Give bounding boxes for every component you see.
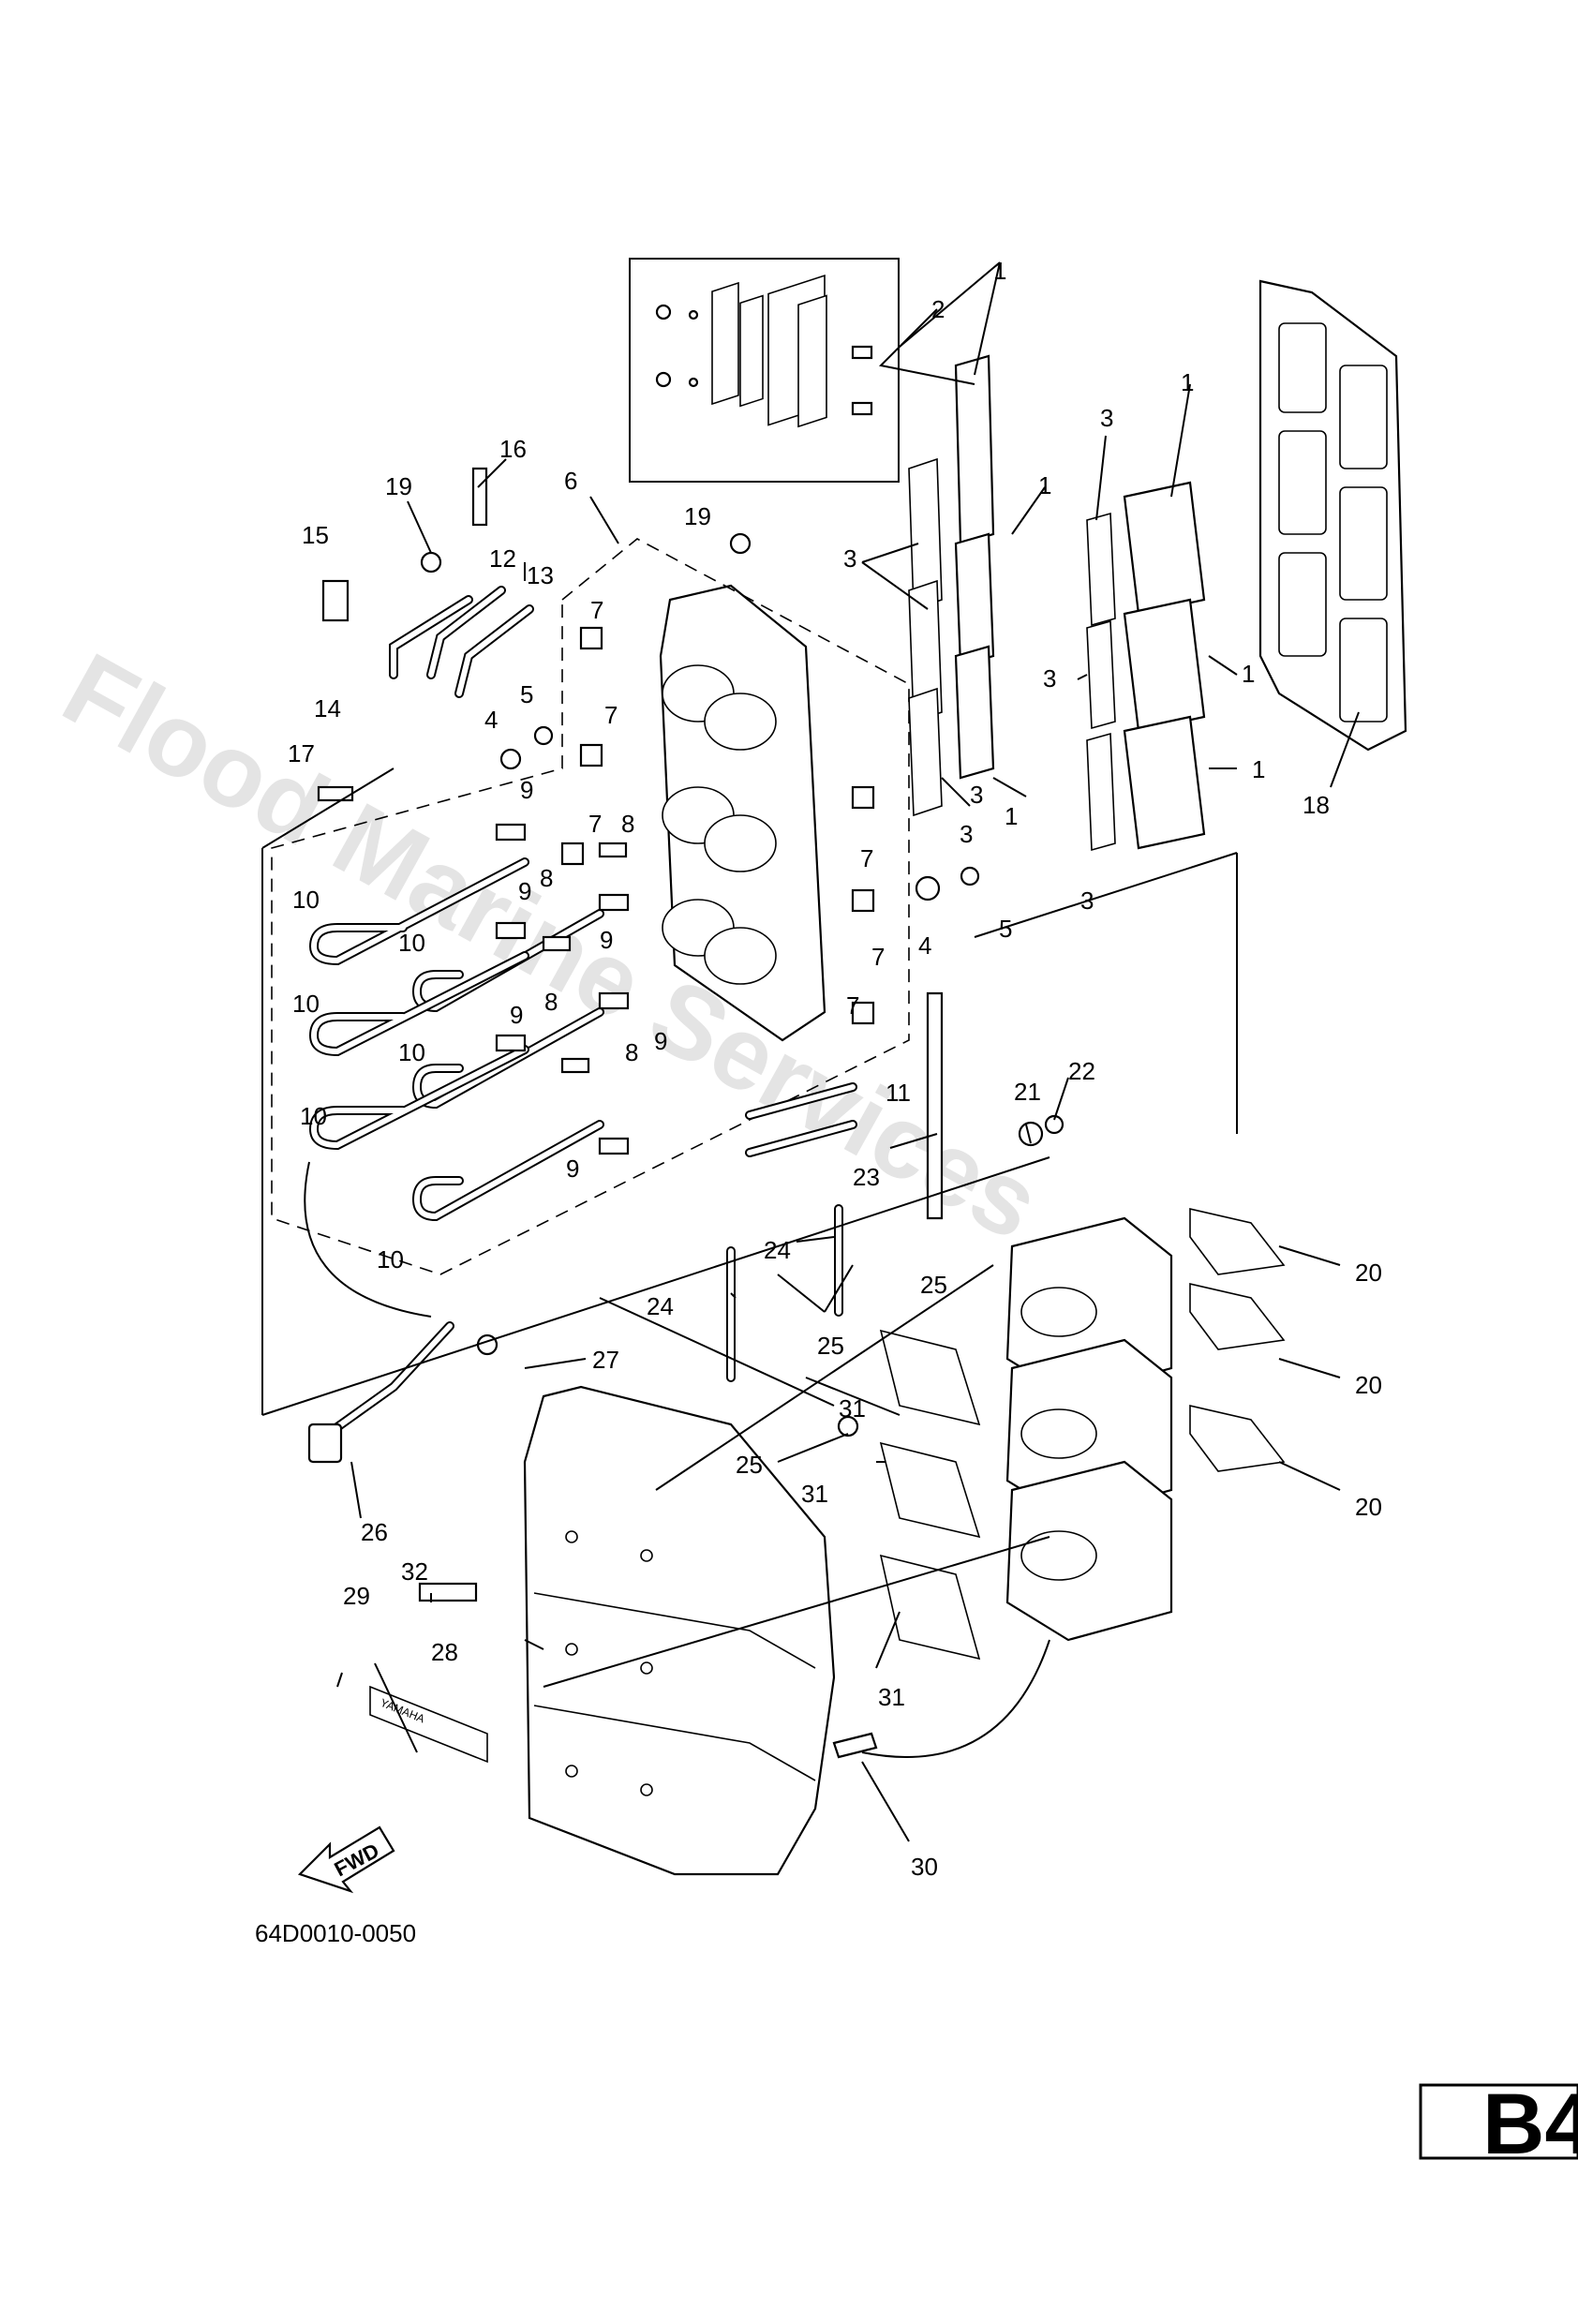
page-code: B4 bbox=[1482, 2077, 1578, 2172]
part-label-7: 7 bbox=[860, 844, 873, 872]
part-label-12: 12 bbox=[489, 544, 516, 573]
part-label-7: 7 bbox=[588, 810, 602, 838]
part-label-2: 2 bbox=[931, 295, 945, 323]
part-label-20: 20 bbox=[1355, 1259, 1382, 1287]
part-label-9: 9 bbox=[600, 926, 613, 954]
part-label-7: 7 bbox=[604, 701, 618, 729]
part-label-7: 7 bbox=[846, 991, 859, 1020]
part-label-10: 10 bbox=[398, 1038, 425, 1066]
part-label-20: 20 bbox=[1355, 1493, 1382, 1521]
part-label-3: 3 bbox=[960, 820, 973, 848]
part-label-10: 10 bbox=[292, 886, 320, 914]
part-label-26: 26 bbox=[361, 1518, 388, 1546]
part-label-8: 8 bbox=[544, 988, 558, 1016]
part-label-18: 18 bbox=[1303, 791, 1330, 819]
part-label-6: 6 bbox=[564, 467, 577, 495]
part-label-5: 5 bbox=[999, 915, 1012, 943]
fuel-hoses bbox=[308, 586, 857, 1222]
part-label-7: 7 bbox=[871, 943, 885, 971]
part-label-30: 30 bbox=[911, 1853, 938, 1881]
part-label-3: 3 bbox=[970, 781, 983, 809]
linkage-and-misc bbox=[307, 991, 1064, 1759]
forward-arrow: FWD bbox=[297, 1825, 395, 1894]
part-label-27: 27 bbox=[592, 1346, 619, 1374]
gasket-18 bbox=[1258, 279, 1407, 752]
part-label-1: 1 bbox=[1242, 660, 1255, 688]
part-label-19: 19 bbox=[684, 502, 711, 530]
part-label-8: 8 bbox=[625, 1038, 638, 1066]
part-label-9: 9 bbox=[518, 877, 531, 905]
part-label-1: 1 bbox=[1038, 471, 1051, 499]
part-label-16: 16 bbox=[499, 435, 527, 463]
part-label-25: 25 bbox=[817, 1332, 844, 1360]
part-label-29: 29 bbox=[343, 1582, 370, 1610]
silencer-gaskets-31 bbox=[879, 1329, 981, 1661]
carburetor-gaskets-20 bbox=[1189, 1207, 1286, 1472]
reed-valve-detail-inset bbox=[629, 258, 900, 483]
part-label-1: 1 bbox=[993, 257, 1006, 285]
part-label-9: 9 bbox=[654, 1027, 667, 1055]
part-label-21: 21 bbox=[1014, 1078, 1041, 1106]
drawing-code: 64D0010-0050 bbox=[255, 1919, 416, 1947]
part-label-24: 24 bbox=[647, 1292, 674, 1320]
page-code-box: B4 bbox=[1419, 2077, 1578, 2172]
part-label-10: 10 bbox=[377, 1245, 404, 1274]
part-label-10: 10 bbox=[292, 990, 320, 1018]
part-label-3: 3 bbox=[1043, 664, 1056, 693]
reed-valve-assemblies bbox=[954, 354, 1206, 850]
part-label-17: 17 bbox=[288, 739, 315, 767]
part-label-28: 28 bbox=[431, 1638, 458, 1666]
decal-29: YAMAHA bbox=[369, 1685, 488, 1764]
part-label-3: 3 bbox=[1080, 886, 1094, 915]
part-label-31: 31 bbox=[801, 1480, 828, 1508]
part-label-10: 10 bbox=[398, 929, 425, 957]
part-label-15: 15 bbox=[302, 521, 329, 549]
part-label-22: 22 bbox=[1068, 1057, 1095, 1085]
part-label-4: 4 bbox=[918, 931, 931, 960]
part-label-7: 7 bbox=[590, 596, 603, 624]
part-label-19: 19 bbox=[385, 472, 412, 500]
intake-silencer-28 bbox=[523, 1385, 836, 1876]
part-label-23: 23 bbox=[853, 1163, 880, 1191]
part-label-32: 32 bbox=[401, 1557, 428, 1586]
part-label-20: 20 bbox=[1355, 1371, 1382, 1399]
part-label-31: 31 bbox=[839, 1394, 866, 1423]
assembly-lines bbox=[261, 767, 1238, 1758]
manifold-group-outline bbox=[271, 538, 910, 1275]
part-label-13: 13 bbox=[527, 561, 554, 589]
part-label-8: 8 bbox=[621, 810, 634, 838]
part-label-24: 24 bbox=[764, 1236, 791, 1264]
part-label-31: 31 bbox=[878, 1683, 905, 1711]
part-label-25: 25 bbox=[920, 1271, 947, 1299]
part-label-5: 5 bbox=[520, 680, 533, 708]
part-label-4: 4 bbox=[484, 706, 498, 734]
part-label-9: 9 bbox=[510, 1001, 523, 1029]
part-label-1: 1 bbox=[1181, 368, 1194, 396]
part-label-3: 3 bbox=[843, 544, 856, 573]
carburetors bbox=[1005, 1216, 1173, 1642]
part-label-14: 14 bbox=[314, 694, 341, 723]
part-label-25: 25 bbox=[736, 1451, 763, 1479]
part-label-9: 9 bbox=[566, 1155, 579, 1183]
part-label-8: 8 bbox=[540, 864, 553, 892]
reed-gaskets bbox=[908, 457, 1116, 852]
part-number-labels: 1 1 1 1 1 1 2 3 3 3 3 3 3 4 4 5 5 6 7 7 … bbox=[288, 257, 1382, 1881]
part-label-1: 1 bbox=[1005, 802, 1018, 830]
part-label-10: 10 bbox=[300, 1102, 327, 1130]
leader-lines bbox=[336, 261, 1360, 1842]
part-label-3: 3 bbox=[1100, 404, 1113, 432]
part-label-1: 1 bbox=[1252, 755, 1265, 783]
intake-manifold bbox=[659, 584, 826, 1042]
part-label-9: 9 bbox=[520, 776, 533, 804]
part-label-11: 11 bbox=[886, 1079, 911, 1107]
